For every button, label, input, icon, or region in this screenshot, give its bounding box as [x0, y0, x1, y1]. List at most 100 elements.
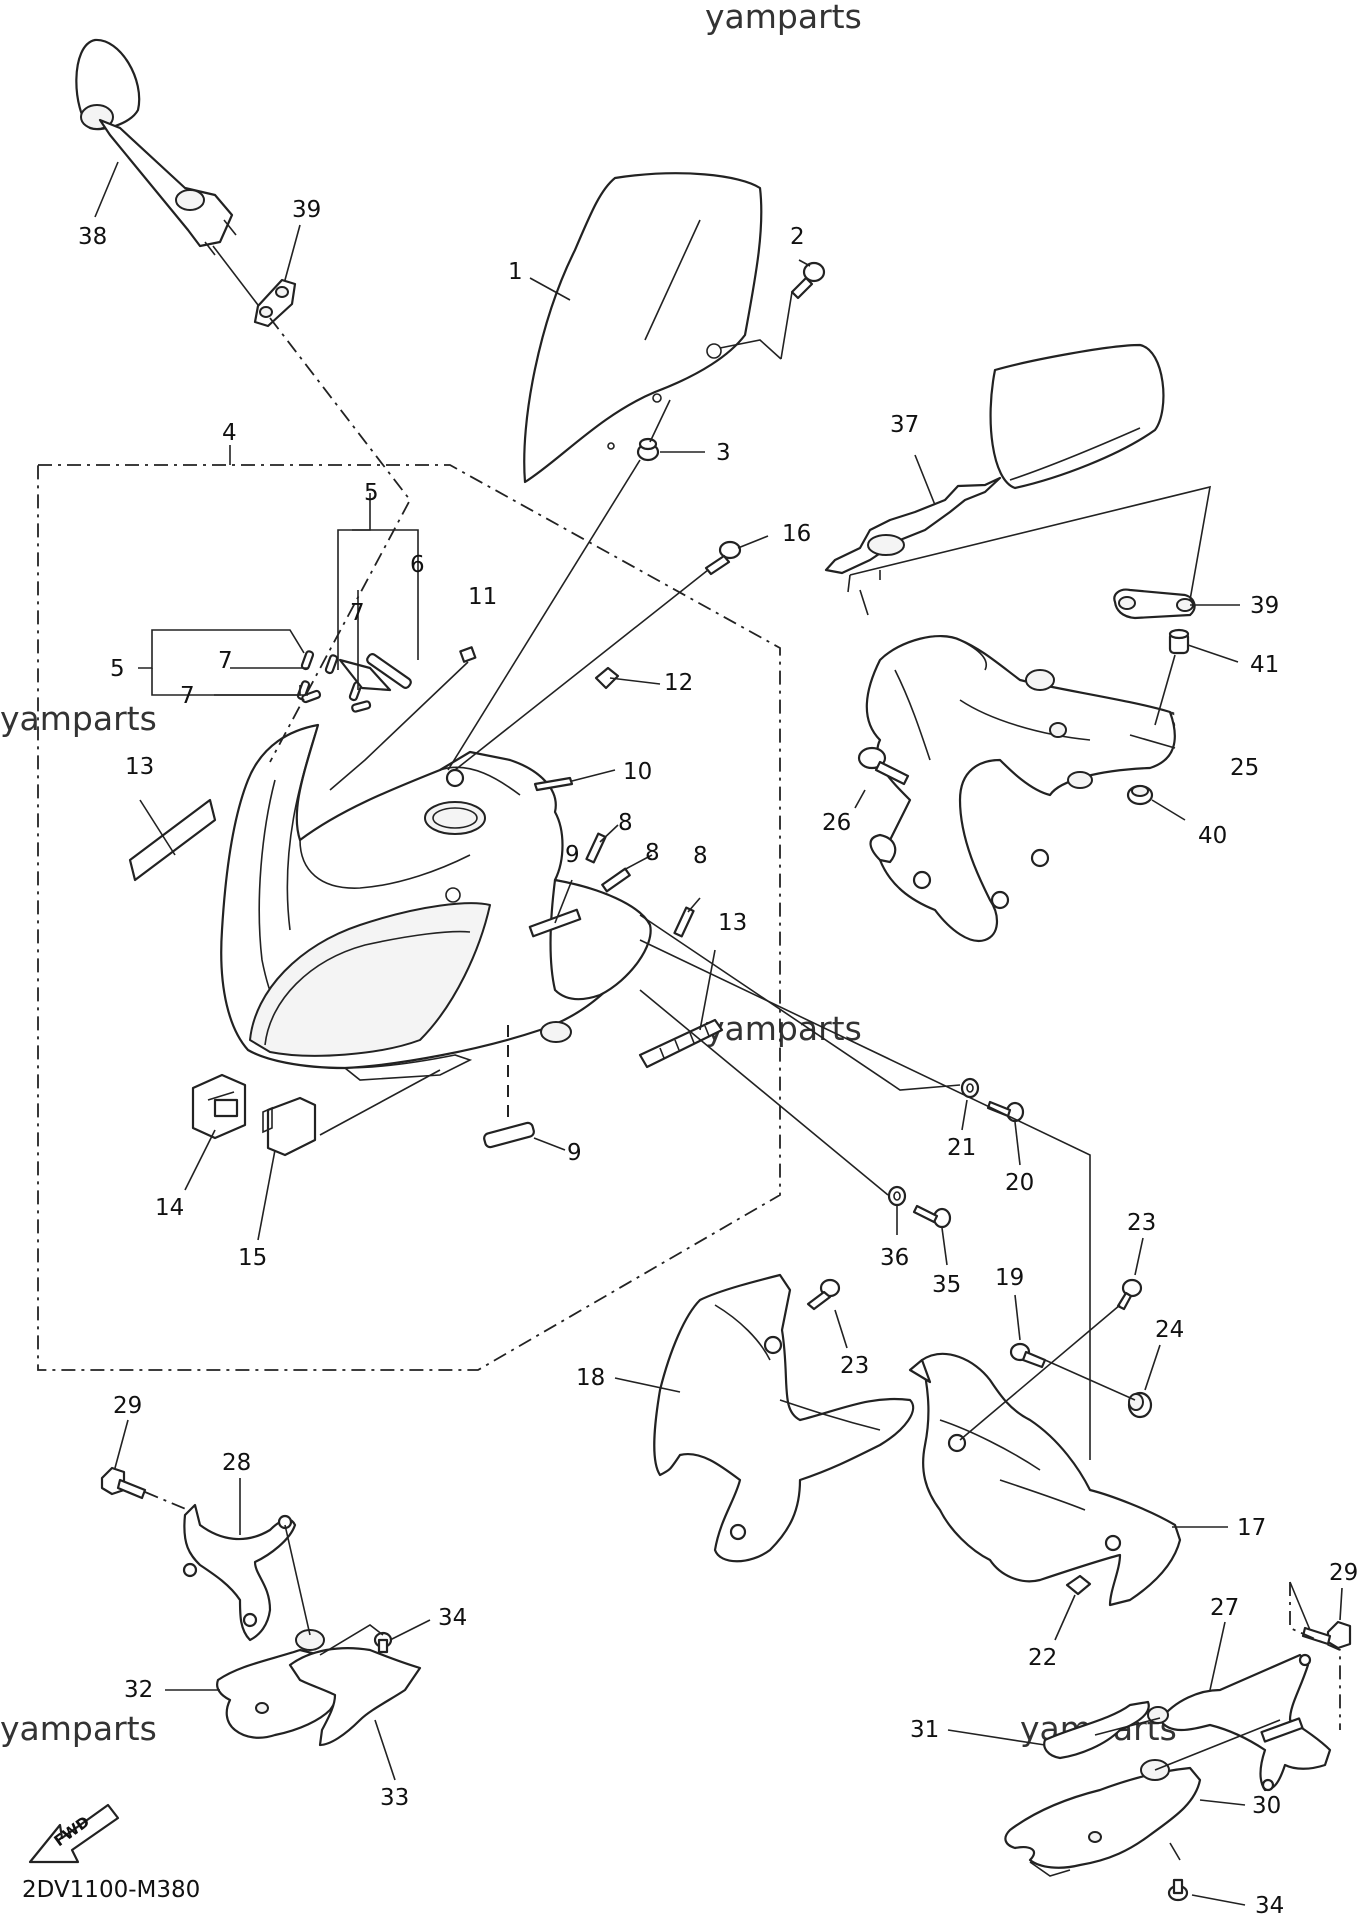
callout-32: 32 [124, 1677, 153, 1703]
bracket-27 [1147, 1653, 1332, 1792]
forward-direction-icon: FWD [28, 1803, 120, 1864]
screw-23-left [806, 1278, 841, 1311]
callout-31: 31 [910, 1717, 939, 1743]
callout-10: 10 [623, 759, 652, 785]
watermark-left-bottom: yamparts [0, 1709, 157, 1748]
callout-30: 30 [1252, 1793, 1281, 1819]
callout-27: 27 [1210, 1595, 1239, 1621]
callout-40: 40 [1198, 823, 1227, 849]
callout-19: 19 [995, 1265, 1024, 1291]
screw-20 [986, 1100, 1025, 1123]
callout-28: 28 [222, 1450, 251, 1476]
callout-36: 36 [880, 1245, 909, 1271]
callout-23-right: 23 [1127, 1210, 1156, 1236]
left-mirror [75, 38, 237, 256]
callout-39-right: 39 [1250, 593, 1279, 619]
screw-34-right [1167, 1878, 1189, 1902]
callout-29-right: 29 [1329, 1560, 1358, 1586]
front-cowling [220, 723, 652, 1081]
callout-22: 22 [1028, 1645, 1057, 1671]
cowling-screw-16 [704, 540, 742, 576]
inner-panel-18 [653, 1273, 915, 1563]
callout-23-left: 23 [840, 1353, 869, 1379]
collar-41 [1168, 628, 1190, 655]
callout-2: 2 [790, 224, 805, 250]
callout-38: 38 [78, 224, 107, 250]
bolt-26 [857, 746, 910, 786]
nut-40 [1126, 784, 1154, 806]
rivet-set-5-7 [296, 650, 412, 713]
windshield-grommet [636, 437, 660, 462]
watermark-center: yamparts [705, 1009, 862, 1048]
callout-26: 26 [822, 810, 851, 836]
callout-9-upper: 9 [565, 842, 580, 868]
callout-8-c: 8 [693, 843, 708, 869]
callout-41: 41 [1250, 652, 1279, 678]
callout-33: 33 [380, 1785, 409, 1811]
screw-19 [1009, 1342, 1047, 1369]
washer-36 [887, 1185, 907, 1207]
clip-nut-22 [1065, 1574, 1092, 1596]
connector-15 [262, 1096, 317, 1157]
left-mirror-mount [253, 278, 297, 328]
collar-24 [1127, 1391, 1153, 1419]
callout-35: 35 [932, 1272, 961, 1298]
bolt-29-right [1301, 1620, 1352, 1650]
right-mirror-mount [1113, 588, 1196, 620]
bolt-29-left [100, 1466, 147, 1500]
callout-29-left: 29 [113, 1393, 142, 1419]
clip-nut-12 [594, 666, 620, 690]
callout-37: 37 [890, 412, 919, 438]
screw-35 [912, 1204, 952, 1229]
callout-13-right: 13 [718, 910, 747, 936]
screw-34-left [373, 1631, 393, 1654]
callout-17: 17 [1237, 1515, 1266, 1541]
windshield [523, 172, 763, 484]
callout-7-lower-left: 7 [180, 683, 195, 709]
callout-9-lower: 9 [567, 1140, 582, 1166]
cowling-assembly-boundary [37, 464, 781, 1371]
cover-30 [1004, 1759, 1202, 1877]
bracket-28 [182, 1503, 297, 1642]
cowling-stay-25 [865, 635, 1176, 943]
callout-14: 14 [155, 1195, 184, 1221]
callout-6: 6 [410, 552, 425, 578]
callout-7-center: 7 [350, 600, 365, 626]
callout-34-right: 34 [1255, 1893, 1284, 1919]
callout-24: 24 [1155, 1317, 1184, 1343]
callout-8-b: 8 [645, 840, 660, 866]
callout-15: 15 [238, 1245, 267, 1271]
callout-3: 3 [716, 440, 731, 466]
callout-34-left: 34 [438, 1605, 467, 1631]
rubber-piece-11 [459, 646, 477, 663]
windshield-screw [790, 261, 826, 300]
callout-5-left: 5 [110, 656, 125, 682]
callout-20: 20 [1005, 1170, 1034, 1196]
callout-7-upper-left: 7 [218, 648, 233, 674]
screw-23-right [1116, 1278, 1143, 1311]
leader-lines [94, 161, 1343, 1906]
inner-panel-17 [908, 1352, 1182, 1607]
callout-13-left: 13 [125, 754, 154, 780]
right-mirror [824, 343, 1165, 593]
callout-1: 1 [508, 259, 523, 285]
callout-labels: 1 2 3 4 5 5 6 7 7 7 8 8 8 9 9 10 11 12 1… [78, 197, 1358, 1919]
callout-21: 21 [947, 1135, 976, 1161]
callout-18: 18 [576, 1365, 605, 1391]
callout-12: 12 [664, 670, 693, 696]
callout-11: 11 [468, 584, 497, 610]
callout-5-upper: 5 [364, 480, 379, 506]
diagram-code: 2DV1100-M380 [22, 1877, 200, 1903]
grommet-31 [1043, 1700, 1150, 1760]
callout-16: 16 [782, 521, 811, 547]
callout-4: 4 [222, 420, 237, 446]
damper-tape-13-left [128, 798, 217, 882]
callout-25: 25 [1230, 755, 1259, 781]
tape-10 [533, 776, 574, 792]
callout-39-left: 39 [292, 197, 321, 223]
relay-14 [191, 1073, 247, 1140]
watermark-left-mid: yamparts [0, 699, 157, 738]
duct-33 [288, 1647, 422, 1747]
watermark-top: yamparts [705, 0, 862, 36]
